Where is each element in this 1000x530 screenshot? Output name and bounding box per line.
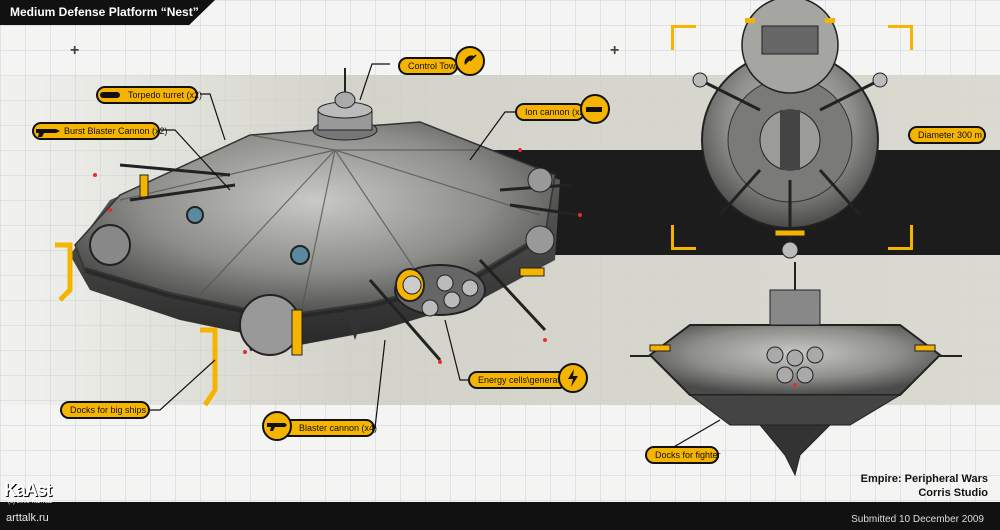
callout-label: Ion cannon (x2)	[525, 107, 588, 117]
energy-cells	[394, 264, 486, 317]
frame-bracket	[671, 25, 696, 50]
artist-logo: KaAst (c) 2009 Karmaz	[4, 480, 52, 505]
ion-cannon-icon	[580, 94, 610, 124]
side-view	[630, 262, 962, 477]
callout-energy-cells: Energy cells\generator	[468, 371, 568, 389]
crosshair-icon: +	[610, 42, 620, 59]
callout-control-tower: Control Tower	[398, 57, 463, 75]
callout-label: Control Tower	[408, 61, 464, 71]
page-title: Medium Defense Platform “Nest”	[10, 5, 199, 19]
studio-line-2: Corris Studio	[918, 487, 988, 499]
blaster-icon	[36, 129, 60, 137]
callout-torpedo-turret: Torpedo turret (x2)	[96, 86, 202, 104]
callout-docks-fighter: Docks for fighter	[645, 446, 721, 464]
logo-subtext: (c) 2009 Karmaz	[8, 499, 53, 505]
frame-bracket	[888, 25, 913, 50]
torpedo-icon	[100, 92, 120, 98]
studio-line-1: Empire: Peripheral Wars	[860, 473, 988, 485]
callout-ion-cannon: Ion cannon (x2)	[515, 103, 588, 121]
blaster-cannon-icon	[262, 411, 292, 441]
callout-label: Burst Blaster Cannon (x2)	[64, 126, 168, 136]
studio-credit: Empire: Peripheral Wars Corris Studio	[861, 472, 988, 500]
callout-docks-big-ships: Docks for big ships	[60, 401, 150, 419]
main-platform-view	[55, 68, 582, 407]
callout-label: Docks for big ships	[70, 405, 147, 415]
logo-text: KaAst	[4, 480, 52, 500]
satellite-dish-icon	[455, 46, 485, 76]
callout-label: Blaster cannon (x4)	[299, 423, 378, 433]
callout-label: Docks for fighter	[655, 450, 721, 460]
callout-burst-blaster: Burst Blaster Cannon (x2)	[32, 122, 168, 140]
callout-diameter: Diameter 300 m	[908, 126, 986, 144]
frame-bracket	[888, 225, 913, 250]
submitted-date: Submitted 10 December 2009	[851, 514, 984, 525]
callout-label: Torpedo turret (x2)	[128, 90, 203, 100]
footer-bar	[0, 502, 1000, 530]
top-view	[692, 0, 888, 259]
crosshair-icon: +	[70, 42, 80, 59]
callout-label: Energy cells\generator	[478, 375, 569, 385]
callout-label: Diameter 300 m	[918, 130, 983, 140]
frame-bracket	[671, 225, 696, 250]
title-tab: Medium Defense Platform “Nest”	[0, 0, 215, 25]
watermark: arttalk.ru	[6, 512, 49, 524]
lightning-icon	[558, 363, 588, 393]
